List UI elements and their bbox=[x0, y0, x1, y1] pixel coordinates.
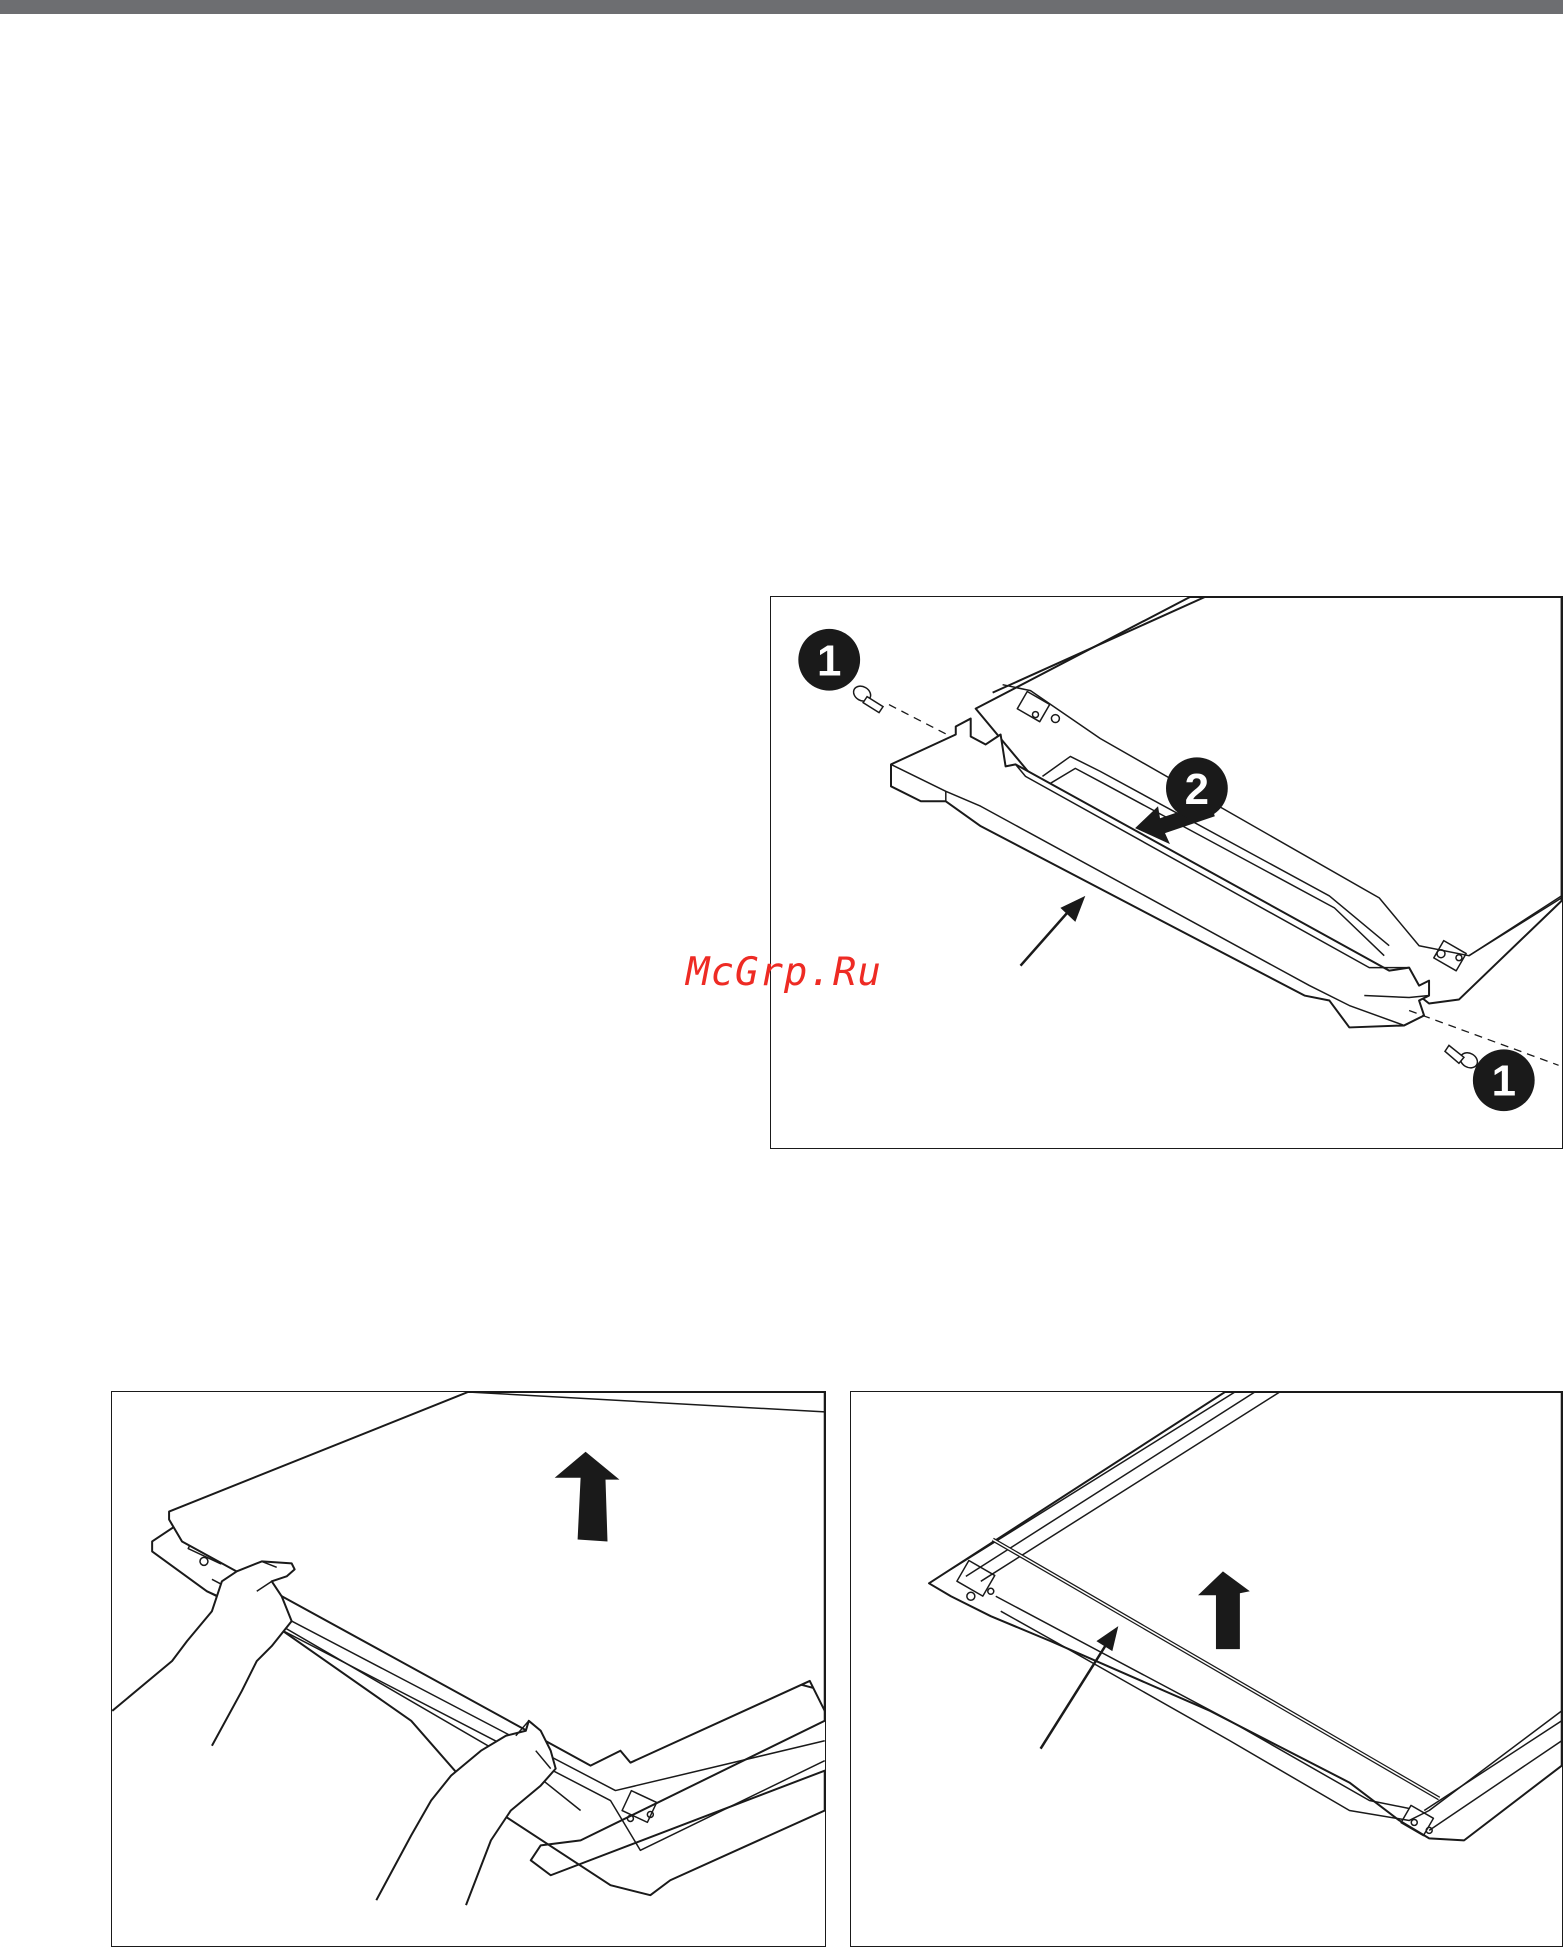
screw-icon bbox=[1445, 1045, 1480, 1070]
watermark: McGrp.Ru bbox=[686, 950, 882, 995]
rod-removal-drawing bbox=[851, 1392, 1562, 1946]
screw-icon bbox=[851, 683, 883, 712]
illustration-remove-trim: 1 2 1 bbox=[770, 596, 1563, 1149]
svg-text:2: 2 bbox=[1185, 765, 1209, 814]
step-badge-1-left: 1 bbox=[798, 629, 860, 691]
trim-removal-drawing: 1 2 1 bbox=[771, 597, 1562, 1148]
glass-lift-drawing bbox=[112, 1392, 825, 1946]
pointer-arrow-icon bbox=[1041, 1641, 1109, 1749]
step-badge-1-right: 1 bbox=[1473, 1049, 1535, 1111]
door-frame bbox=[929, 1392, 1562, 1840]
step-badge-2: 2 bbox=[1166, 757, 1228, 819]
illustration-remove-rod bbox=[850, 1391, 1563, 1947]
illustration-lift-glass bbox=[111, 1391, 826, 1947]
pointer-arrow-icon bbox=[1021, 906, 1074, 966]
svg-text:1: 1 bbox=[1492, 1057, 1516, 1106]
svg-text:1: 1 bbox=[817, 636, 841, 685]
top-header-bar bbox=[0, 0, 1563, 14]
